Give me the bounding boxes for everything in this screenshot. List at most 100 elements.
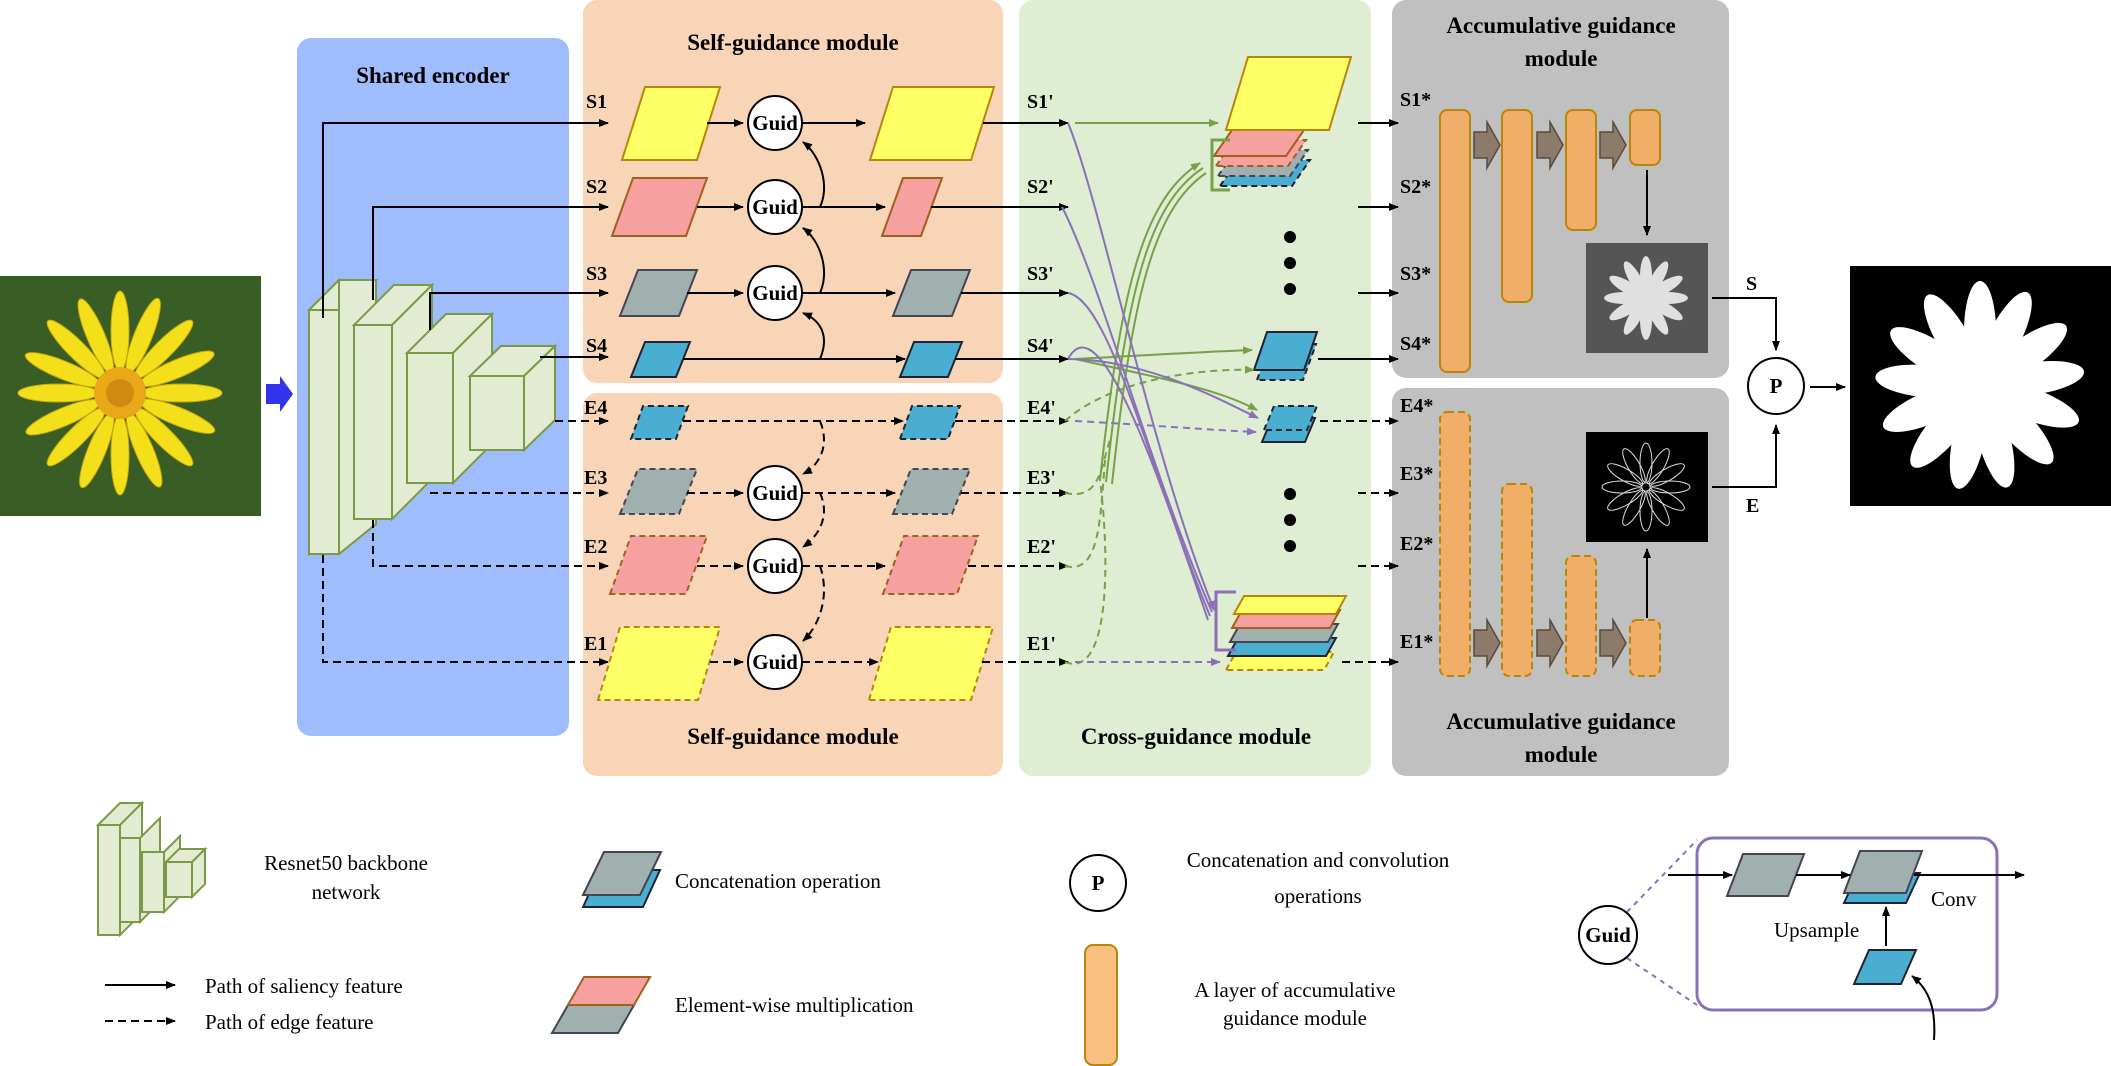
legend-elementwise-icon: [550, 976, 652, 1034]
svg-text:P: P: [1092, 871, 1105, 895]
guid-node-e1: Guid: [747, 634, 803, 690]
saliency-output-image: [1586, 243, 1708, 353]
guid-node-e3: Guid: [747, 465, 803, 521]
self-guidance-top-arrows: [683, 119, 1069, 363]
accumulative-title-bottom-line1: Accumulative guidance: [1446, 709, 1675, 734]
s2p-feature: [880, 177, 944, 237]
cross-stack-s4: [1252, 331, 1319, 381]
s-output-label: S: [1746, 273, 1757, 295]
self-guidance-title-bottom: Self-guidance module: [687, 724, 898, 749]
s4-feature: [629, 341, 692, 378]
acc-top-layers: [1439, 109, 1661, 373]
legend-guid-upsample-feature: [1852, 949, 1918, 985]
legend-p-node: P: [1069, 854, 1127, 912]
svg-text:Guid: Guid: [752, 554, 798, 578]
edge-output-image: [1586, 432, 1708, 542]
e4-feature: [629, 405, 690, 440]
legend-acc-layer-label-1: A layer of accumulative: [1194, 978, 1395, 1002]
svg-text:E1: E1: [584, 633, 607, 655]
cross-bracket-top: [1210, 138, 1230, 192]
svg-text:P: P: [1770, 374, 1783, 398]
svg-text:E4: E4: [584, 397, 607, 419]
legend-resnet-icon: [95, 800, 208, 938]
svg-text:E3*: E3*: [1400, 463, 1433, 485]
e1p-feature: [867, 626, 995, 701]
svg-text:E4*: E4*: [1400, 395, 1433, 417]
guid-node-e2: Guid: [747, 538, 803, 594]
input-arrow: [266, 376, 293, 412]
cross-ellipsis-bottom: [1284, 488, 1296, 552]
cross-purple-paths: [1061, 122, 1259, 621]
self-guidance-bottom-arrows: [683, 417, 1069, 666]
legend-guid-input-feature: [1725, 853, 1806, 897]
input-flower-image: [0, 276, 261, 516]
svg-text:S4*: S4*: [1400, 333, 1431, 355]
svg-text:S2: S2: [586, 176, 607, 198]
s2-feature: [610, 177, 709, 237]
s-labels: S1 S2 S3 S4 E4 E3 E2 E1: [584, 91, 607, 655]
svg-text:S1': S1': [1027, 91, 1054, 113]
final-saliency-map: [1850, 266, 2111, 506]
e4p-feature: [898, 405, 962, 440]
cross-green-bundle: [1099, 162, 1207, 485]
guid-node-s3: Guid: [747, 265, 803, 321]
legend-guid-arrows: [1668, 871, 2025, 1041]
p-node: P: [1747, 357, 1805, 415]
svg-text:E1': E1': [1027, 633, 1056, 655]
s3p-feature: [891, 269, 972, 317]
sp-labels: S1' S2' S3' S4' E4' E3' E2' E1': [1027, 91, 1056, 655]
svg-text:E1*: E1*: [1400, 631, 1433, 653]
s3-feature: [618, 269, 699, 317]
legend-acc-layer-label-2: guidance module: [1223, 1006, 1367, 1030]
star-labels: S1* S2* S3* S4* E4* E3* E2* E1*: [1400, 89, 1433, 653]
e-output-label: E: [1746, 495, 1759, 517]
svg-text:S3': S3': [1027, 263, 1054, 285]
legend-concat-icon: [581, 851, 663, 908]
resnet-backbone: [306, 277, 558, 557]
svg-text:Guid: Guid: [752, 195, 798, 219]
cross-guidance-title: Cross-guidance module: [1081, 724, 1311, 749]
svg-text:E2': E2': [1027, 536, 1056, 558]
svg-text:Guid: Guid: [1585, 923, 1631, 947]
svg-text:E3: E3: [584, 467, 607, 489]
acc-bottom-arrows: [1473, 617, 1627, 669]
cross-stack-e4: [1260, 405, 1319, 443]
e1-feature: [596, 626, 722, 701]
cross-ellipsis-top: [1284, 231, 1296, 295]
accumulative-title-bottom-line2: module: [1525, 742, 1598, 767]
e2p-feature: [881, 535, 980, 595]
legend-conv-label: Conv: [1931, 887, 1977, 911]
svg-text:S2': S2': [1027, 176, 1054, 198]
e3p-feature: [891, 468, 972, 515]
legend-guid-concat-feature: [1842, 850, 1924, 904]
svg-text:Guid: Guid: [752, 650, 798, 674]
svg-text:S2*: S2*: [1400, 176, 1431, 198]
cross-purple-dashed-paths: [1074, 420, 1257, 666]
legend-acc-layer-icon: [1084, 944, 1118, 1066]
e2-feature: [608, 535, 709, 595]
acc-top-arrows: [1473, 119, 1627, 171]
svg-text:Guid: Guid: [752, 281, 798, 305]
svg-text:S1: S1: [586, 91, 607, 113]
legend-resnet-label-2: network: [312, 880, 381, 904]
accumulative-title-top-line2: module: [1525, 46, 1598, 71]
accumulative-title-top-line1: Accumulative guidance: [1446, 13, 1675, 38]
legend-concat-conv-label-1: Concatenation and convolution: [1187, 848, 1450, 872]
svg-text:Guid: Guid: [752, 481, 798, 505]
legend-guid-zoom-lines: [1626, 839, 1698, 1006]
s1-feature: [620, 86, 722, 161]
encoder-saliency-paths: [322, 119, 609, 361]
legend-resnet-label-1: Resnet50 backbone: [264, 851, 428, 875]
svg-text:S4': S4': [1027, 335, 1054, 357]
svg-text:S3: S3: [586, 263, 607, 285]
s4p-feature: [898, 341, 964, 378]
cross-to-accumulative-dashed: [1320, 417, 1399, 666]
guid-node-s1: Guid: [747, 95, 803, 151]
svg-text:S4: S4: [586, 335, 607, 357]
shared-encoder-title: Shared encoder: [356, 63, 510, 88]
legend-saliency-path-label: Path of saliency feature: [205, 974, 403, 998]
guid-node-s2: Guid: [747, 179, 803, 235]
svg-text:E4': E4': [1027, 397, 1056, 419]
fusion-arrows: [1712, 297, 1846, 488]
